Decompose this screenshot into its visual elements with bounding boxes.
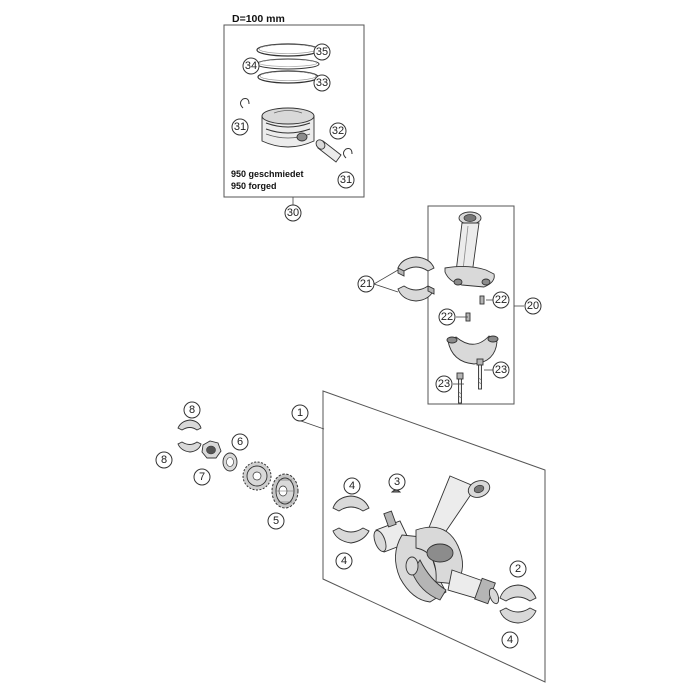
big-end-bearing-group: 21 xyxy=(357,256,435,302)
crank-nose-parts: 8 8 7 6 5 xyxy=(155,401,299,530)
svg-text:32: 32 xyxy=(332,125,344,137)
piston-box-frame xyxy=(223,24,365,198)
svg-text:20: 20 xyxy=(527,300,539,312)
svg-text:23: 23 xyxy=(495,364,507,376)
callout-4-left-upper: 4 xyxy=(343,477,361,495)
crankshaft-box-frame xyxy=(322,390,546,683)
callout-8-upper: 8 xyxy=(183,401,201,419)
crankshaft-group: 1 xyxy=(291,390,546,683)
crankshaft xyxy=(373,475,500,605)
rod-bolt-left xyxy=(456,372,464,404)
callout-23-right: 23 xyxy=(492,361,510,379)
main-bearing-shell-right-lower xyxy=(499,607,537,624)
svg-text:34: 34 xyxy=(245,60,257,72)
callout-2: 2 xyxy=(509,560,527,578)
rod-cap xyxy=(446,335,499,365)
svg-text:33: 33 xyxy=(316,77,328,89)
svg-text:22: 22 xyxy=(441,311,453,323)
main-bearing-shell-left-upper xyxy=(332,495,370,512)
svg-text:4: 4 xyxy=(507,634,513,646)
callout-5: 5 xyxy=(267,512,285,530)
rod-bolt-right xyxy=(476,358,484,390)
circlip-left xyxy=(240,98,250,109)
circlip-right xyxy=(343,148,353,159)
piston-ring-34 xyxy=(256,58,320,70)
piston xyxy=(261,107,315,148)
piston-note-de: 950 geschmiedet xyxy=(231,169,304,179)
connecting-rod xyxy=(444,211,495,288)
callout-31-left: 31 xyxy=(231,118,249,136)
svg-text:22: 22 xyxy=(495,294,507,306)
callout-30: 30 xyxy=(284,204,302,222)
sprocket-gear xyxy=(242,461,272,491)
svg-text:4: 4 xyxy=(341,555,347,567)
piston-group: D=100 mm xyxy=(223,13,365,222)
conrod-group: 20 22 22 23 23 xyxy=(427,205,542,405)
bearing-shell-21-lower xyxy=(397,285,435,302)
callout-35: 35 xyxy=(313,43,331,61)
callout-7: 7 xyxy=(193,468,211,486)
callout-23-left: 23 xyxy=(435,375,453,393)
bearing-shell-21-upper xyxy=(397,256,435,277)
callout-22-right: 22 xyxy=(492,291,510,309)
callout-20: 20 xyxy=(524,297,542,315)
callout-3: 3 xyxy=(388,473,406,491)
svg-text:4: 4 xyxy=(349,480,355,492)
main-bearing-shell-left-lower xyxy=(332,527,370,544)
svg-text:6: 6 xyxy=(237,436,243,448)
svg-text:2: 2 xyxy=(515,563,521,575)
dowel-sleeve-upper xyxy=(479,295,485,305)
piston-bore-label: D=100 mm xyxy=(232,13,285,25)
svg-text:5: 5 xyxy=(273,515,279,527)
washer xyxy=(222,452,238,472)
callout-4-right: 4 xyxy=(501,631,519,649)
spur-gear xyxy=(271,473,299,509)
hex-nut xyxy=(201,440,222,459)
bearing-shell-8-upper xyxy=(177,419,202,431)
callout-4-left-lower: 4 xyxy=(335,552,353,570)
svg-text:30: 30 xyxy=(287,207,299,219)
main-bearing-shell-right-upper xyxy=(499,584,537,602)
conrod-box-frame xyxy=(427,205,515,405)
svg-text:31: 31 xyxy=(234,121,246,133)
svg-text:31: 31 xyxy=(340,174,352,186)
svg-text:23: 23 xyxy=(438,378,450,390)
svg-text:35: 35 xyxy=(316,46,328,58)
callout-31-right: 31 xyxy=(337,171,355,189)
svg-text:3: 3 xyxy=(394,476,400,488)
callout-1: 1 xyxy=(291,404,309,422)
svg-text:21: 21 xyxy=(360,278,372,290)
svg-text:8: 8 xyxy=(189,404,195,416)
piston-ring-33 xyxy=(257,70,319,84)
callout-33: 33 xyxy=(313,74,331,92)
svg-text:1: 1 xyxy=(297,407,303,419)
piston-ring-35 xyxy=(256,43,320,57)
svg-text:7: 7 xyxy=(199,471,205,483)
piston-pin xyxy=(315,139,342,163)
piston-note-en: 950 forged xyxy=(231,181,277,191)
callout-34: 34 xyxy=(242,57,260,75)
callout-21: 21 xyxy=(357,275,375,293)
callout-6: 6 xyxy=(231,433,249,451)
callout-32: 32 xyxy=(329,122,347,140)
callout-8-lower: 8 xyxy=(155,451,173,469)
bearing-shell-8-lower xyxy=(177,441,202,453)
svg-text:8: 8 xyxy=(161,454,167,466)
callout-22-left: 22 xyxy=(438,308,456,326)
